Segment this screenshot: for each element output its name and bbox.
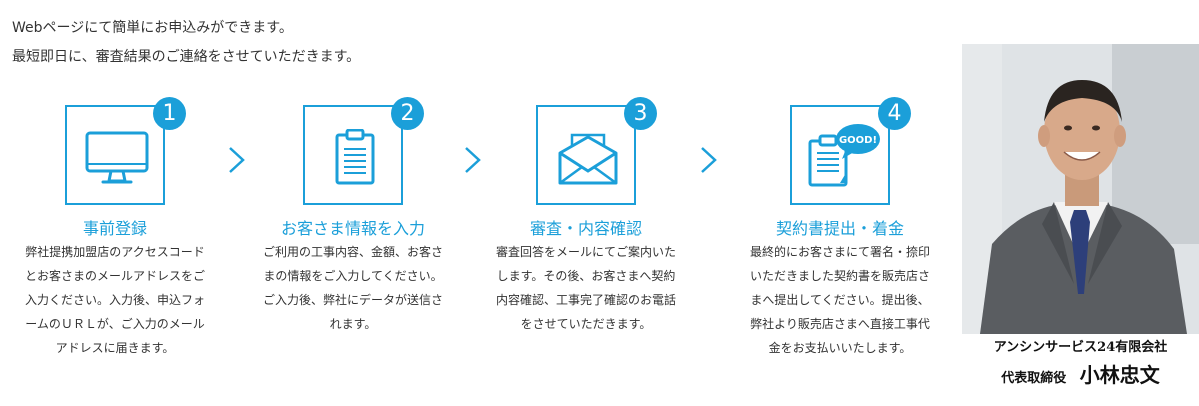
profile-caption: アンシンサービス24有限会社 代表取締役 小林忠文 — [962, 334, 1199, 388]
step-4-icon-box: 4 GOOD! — [790, 97, 911, 205]
step-4-title: 契約書提出・着金 — [775, 219, 904, 238]
representative-photo — [962, 44, 1199, 334]
step-3-title: 審査・内容確認 — [529, 219, 642, 238]
step-2-number: 2 — [391, 97, 424, 130]
intro-line-1: Webページにて簡単にお申込みができます。 — [12, 20, 293, 36]
step-1-number: 1 — [153, 97, 186, 130]
step-2-description: ご利用の工事内容、金額、お客さまの情報をご入力してください。ご入力後、弊社にデー… — [263, 245, 444, 331]
step-4-number: 4 — [878, 97, 911, 130]
intro-line-2: 最短即日に、審査結果のご連絡をさせていただきます。 — [12, 49, 361, 65]
step-3-icon-box: 3 — [536, 97, 657, 205]
clipboard-good-icon: GOOD! — [808, 124, 880, 187]
good-badge-text: GOOD! — [839, 135, 877, 146]
step-2-icon-box: 2 — [303, 97, 424, 205]
step-1-description: 弊社提携加盟店のアクセスコードとお客さまのメールアドレスをご入力ください。入力後… — [25, 245, 206, 355]
step-2-title: お客さま情報を入力 — [280, 219, 425, 238]
intro-text: Webページにて簡単にお申込みができます。 最短即日に、審査結果のご連絡をさせて… — [12, 14, 360, 72]
company-name: アンシンサービス24有限会社 — [993, 340, 1168, 355]
representative-name: 小林忠文 — [1079, 363, 1160, 387]
chevron-right-icon — [465, 147, 481, 173]
envelope-icon — [558, 133, 618, 185]
chevron-right-icon — [229, 147, 245, 173]
representative-role: 代表取締役 — [1001, 371, 1067, 386]
step-3-number: 3 — [624, 97, 657, 130]
chevron-right-icon — [701, 147, 717, 173]
monitor-icon — [85, 131, 149, 184]
clipboard-icon — [335, 129, 375, 185]
step-1-title: 事前登録 — [82, 219, 147, 238]
step-4-description: 最終的にお客さまにて署名・捺印いただきました契約書を販売店さまへ提出してください… — [750, 245, 931, 355]
step-1-icon-box: 1 — [65, 97, 186, 205]
representative-name-line: 代表取締役 小林忠文 — [962, 359, 1199, 388]
step-3-description: 審査回答をメールにてご案内いたします。その後、お客さまへ契約内容確認、工事完了確… — [496, 245, 677, 331]
